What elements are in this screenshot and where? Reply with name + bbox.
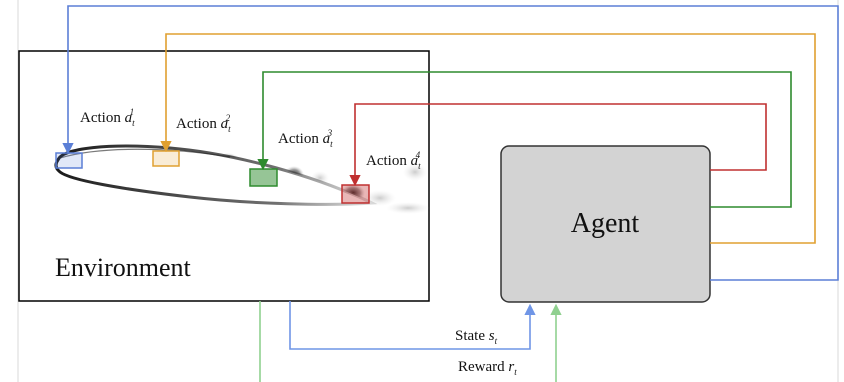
action-2-actuator — [152, 150, 180, 167]
reward-label: Reward rt — [458, 359, 517, 377]
agent-label: Agent — [571, 208, 640, 239]
action-1-actuator — [55, 152, 83, 169]
state-line — [289, 301, 536, 350]
action-4-actuator — [341, 184, 370, 204]
action-2-line — [160, 33, 816, 244]
action-1-line — [62, 5, 839, 281]
action-2-label: Action at2 — [176, 113, 231, 134]
action-1-label: Action at1 — [80, 107, 135, 128]
action-4-label: Action at4 — [366, 150, 421, 171]
action-3-actuator — [249, 168, 278, 187]
environment-label: Environment — [55, 253, 192, 282]
action-3-line — [257, 71, 792, 208]
action-4-line — [349, 103, 767, 187]
action-3-label: Action at3 — [278, 128, 333, 149]
state-label: State st — [455, 328, 498, 346]
agent-box — [500, 145, 711, 303]
